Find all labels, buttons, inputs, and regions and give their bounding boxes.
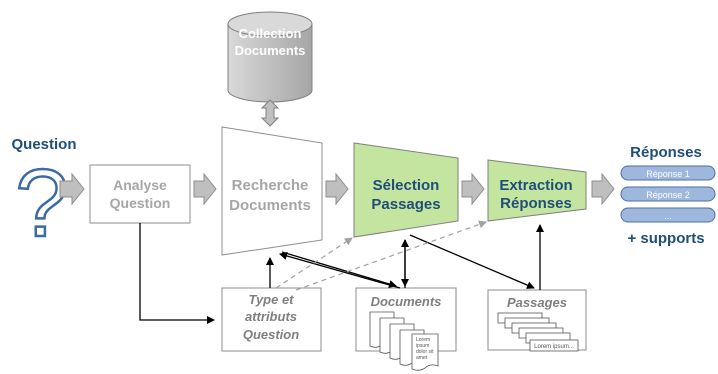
database-line1: Collection — [239, 26, 302, 41]
flow-arrow-extraction-to-output — [591, 172, 615, 206]
extraction-line2: Réponses — [500, 195, 572, 212]
answer-1-label: Réponse 1 — [646, 169, 690, 179]
database-line2: Documents — [235, 43, 306, 58]
supports-label: + supports — [627, 230, 704, 247]
dashed-connector-type-to-extraction — [295, 220, 487, 291]
flow-arrow-recherche-to-selection — [325, 172, 349, 206]
document-page-stack — [369, 311, 439, 371]
passages-box: Passages Lorem ipsum... — [487, 289, 587, 352]
extraction-line1: Extraction — [499, 177, 572, 194]
selection-line2: Passages — [371, 196, 440, 213]
answer-2-label: Réponse 2 — [646, 190, 690, 200]
type-attributs-question-box: Type et attributs Question — [221, 287, 322, 352]
collection-documents-database: Collection Documents — [227, 11, 313, 103]
flow-arrow-selection-to-extraction — [461, 172, 485, 206]
recherche-line2: Documents — [229, 197, 311, 214]
analyse-line2: Question — [110, 195, 171, 211]
type-line2: attributs — [245, 309, 297, 324]
flow-arrow-analyse-to-recherche — [193, 172, 217, 206]
passage-card-text: Lorem ipsum... — [534, 344, 574, 350]
reponses-title: Réponses — [630, 144, 702, 161]
selection-passages-stage: Sélection Passages — [353, 142, 459, 238]
question-mark-icon: ? — [14, 149, 70, 259]
selection-line1: Sélection — [373, 177, 440, 194]
answer-pill: Réponse 2 — [620, 186, 716, 202]
documents-label: Documents — [371, 294, 442, 309]
dashed-connector-type-to-selection — [275, 237, 353, 289]
recherche-line1: Recherche — [232, 177, 309, 194]
answer-pill: ... — [620, 207, 716, 223]
connector-analyse-to-type — [139, 223, 215, 324]
connector-documents-to-recherche — [279, 251, 401, 289]
passages-label: Passages — [507, 295, 567, 310]
passage-card-stack — [497, 312, 579, 352]
answer-pill: Réponse 1 — [620, 165, 716, 181]
question-label: Question — [11, 136, 76, 153]
type-line1: Type et — [248, 292, 294, 307]
extraction-reponses-stage: Extraction Réponses — [487, 159, 587, 222]
connector-selection-to-passages — [409, 234, 535, 289]
answer-3-label: ... — [664, 211, 672, 221]
type-line3: Question — [243, 327, 299, 342]
analyse-question-box: Analyse Question — [89, 164, 191, 224]
database-link-arrow — [260, 99, 280, 127]
analyse-line1: Analyse — [113, 177, 167, 193]
svg-text:?: ? — [15, 150, 68, 257]
recherche-documents-stage: Recherche Documents — [221, 126, 323, 256]
flow-arrow-question-to-analyse — [59, 172, 85, 206]
answer-list: Réponse 1 Réponse 2 ... — [620, 165, 716, 223]
